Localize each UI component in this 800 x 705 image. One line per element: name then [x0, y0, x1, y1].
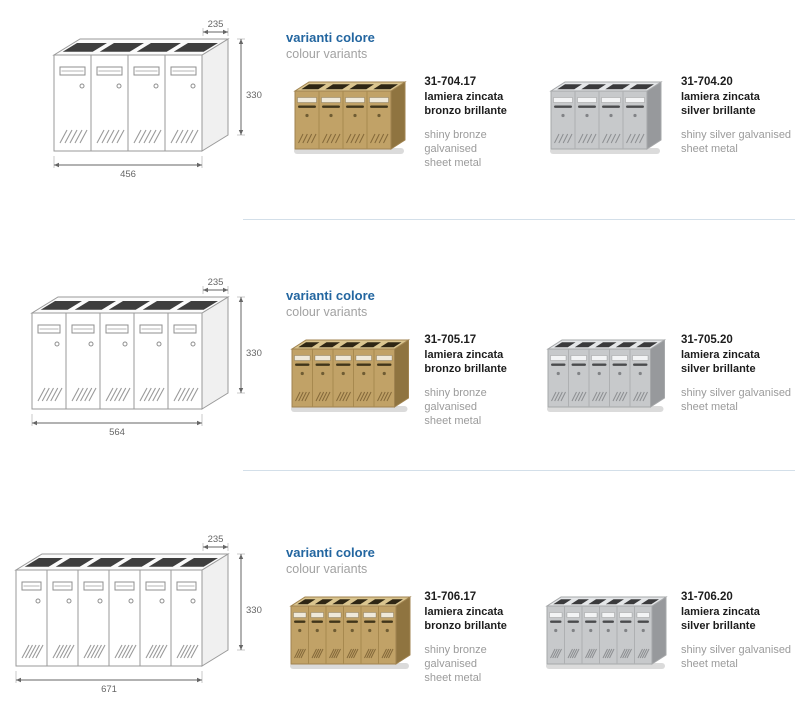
variant-products: 31-705.17 lamiera zincata bronzo brillan… — [286, 332, 800, 428]
product-desc-line-2: sheet metal — [681, 657, 738, 670]
variants-header: varianti colore colour variants — [286, 288, 800, 319]
drawing-column: 235 330 456 — [0, 5, 272, 205]
product-name-line-1: lamiera zincata — [681, 349, 760, 361]
product-desc-line-1: shiny silver galvanised — [681, 128, 792, 141]
variant-silver: 31-706.20 lamiera zincata silver brillan… — [541, 589, 796, 685]
product-text: 31-706.20 lamiera zincata silver brillan… — [681, 589, 791, 671]
product-desc-line-2: sheet metal — [681, 142, 738, 155]
variants-subtitle: colour variants — [286, 562, 368, 576]
variant-products: 31-706.17 lamiera zincata bronzo brillan… — [286, 589, 800, 685]
variant-bronze: 31-705.17 lamiera zincata bronzo brillan… — [286, 332, 541, 428]
variant-bronze: 31-704.17 lamiera zincata bronzo brillan… — [286, 74, 541, 170]
product-name-line-2: silver brillante — [681, 620, 756, 633]
product-text: 31-705.20 lamiera zincata silver brillan… — [681, 332, 791, 414]
product-name-line-2: silver brillante — [681, 363, 756, 376]
product-code: 31-706.17 — [424, 591, 477, 603]
variant-silver: 31-705.20 lamiera zincata silver brillan… — [541, 332, 796, 428]
product-desc-line-1: shiny silver galvanised — [681, 643, 792, 656]
product-row-6-boxes: 235 330 671 varianti colore colour variant… — [0, 520, 800, 705]
variant-bronze: 31-706.17 lamiera zincata bronzo brillan… — [286, 589, 541, 685]
product-description: shiny bronze galvanised sheet metal — [424, 643, 541, 686]
product-row-5-boxes: 235 330 564 varianti colore colour variant… — [0, 263, 800, 463]
svg-text:330: 330 — [246, 90, 262, 101]
technical-drawing-5-boxes: 235 330 564 — [26, 277, 272, 446]
product-text: 31-706.17 lamiera zincata bronzo brillan… — [424, 589, 541, 685]
svg-text:456: 456 — [120, 169, 136, 180]
product-desc-line-2: sheet metal — [424, 157, 482, 170]
product-name: lamiera zincata bronzo brillante — [424, 90, 541, 119]
variants-title: varianti colore — [286, 288, 375, 303]
product-name-line-2: bronzo brillante — [424, 363, 507, 376]
drawing-column: 235 330 671 — [0, 520, 272, 705]
product-text: 31-705.17 lamiera zincata bronzo brillan… — [424, 332, 541, 428]
variants-column: varianti colore colour variants 31-705.1… — [272, 263, 800, 463]
svg-text:235: 235 — [208, 277, 224, 288]
product-desc-line-1: shiny bronze galvanised — [424, 643, 487, 670]
product-desc-line-2: sheet metal — [424, 672, 482, 685]
product-name-line-1: lamiera zincata — [424, 91, 504, 103]
row-divider — [243, 219, 795, 220]
product-name-line-1: lamiera zincata — [424, 349, 504, 361]
product-image-silver — [541, 589, 675, 673]
product-row-4-boxes: 235 330 456 varianti colore colour variant… — [0, 5, 800, 205]
product-desc-line-1: shiny bronze galvanised — [424, 386, 487, 413]
svg-text:235: 235 — [208, 19, 224, 30]
product-name-line-2: bronzo brillante — [424, 105, 507, 118]
svg-text:671: 671 — [101, 684, 117, 695]
product-image-bronze — [286, 74, 418, 158]
product-desc-line-2: sheet metal — [424, 415, 482, 428]
product-image-silver — [541, 74, 675, 158]
variant-products: 31-704.17 lamiera zincata bronzo brillan… — [286, 74, 800, 170]
product-description: shiny silver galvanised sheet metal — [681, 128, 791, 157]
variants-subtitle: colour variants — [286, 47, 368, 61]
product-name: lamiera zincata silver brillante — [681, 348, 791, 377]
variants-column: varianti colore colour variants 31-706.1… — [272, 520, 800, 705]
product-name: lamiera zincata silver brillante — [681, 90, 791, 119]
technical-drawing-4-boxes: 235 330 456 — [48, 19, 272, 188]
product-name-line-2: bronzo brillante — [424, 620, 507, 633]
variants-title: varianti colore — [286, 30, 375, 45]
svg-text:564: 564 — [109, 427, 125, 438]
product-desc-line-2: sheet metal — [681, 400, 738, 413]
product-desc-line-1: shiny silver galvanised — [681, 386, 792, 399]
product-description: shiny silver galvanised sheet metal — [681, 643, 791, 672]
drawing-column: 235 330 564 — [0, 263, 272, 463]
product-text: 31-704.17 lamiera zincata bronzo brillan… — [424, 74, 541, 170]
product-code: 31-704.20 — [681, 76, 733, 88]
variants-column: varianti colore colour variants 31-704.1… — [272, 5, 800, 205]
svg-text:330: 330 — [246, 348, 262, 359]
product-image-silver — [541, 332, 675, 416]
product-desc-line-1: shiny bronze galvanised — [424, 128, 487, 155]
product-name-line-1: lamiera zincata — [424, 606, 504, 618]
product-description: shiny bronze galvanised sheet metal — [424, 128, 541, 171]
product-name: lamiera zincata bronzo brillante — [424, 348, 541, 377]
product-description: shiny silver galvanised sheet metal — [681, 386, 791, 415]
product-name-line-2: silver brillante — [681, 105, 756, 118]
product-image-bronze — [286, 589, 418, 673]
variants-title: varianti colore — [286, 545, 375, 560]
product-name-line-1: lamiera zincata — [681, 91, 760, 103]
product-name: lamiera zincata silver brillante — [681, 605, 791, 634]
svg-text:235: 235 — [208, 534, 224, 545]
variants-header: varianti colore colour variants — [286, 545, 800, 576]
product-name-line-1: lamiera zincata — [681, 606, 760, 618]
product-description: shiny bronze galvanised sheet metal — [424, 386, 541, 429]
product-code: 31-705.20 — [681, 334, 733, 346]
product-code: 31-704.17 — [424, 76, 477, 88]
variants-header: varianti colore colour variants — [286, 30, 800, 61]
product-code: 31-705.17 — [424, 334, 477, 346]
product-code: 31-706.20 — [681, 591, 733, 603]
technical-drawing-6-boxes: 235 330 671 — [10, 534, 272, 703]
product-image-bronze — [286, 332, 418, 416]
product-text: 31-704.20 lamiera zincata silver brillan… — [681, 74, 791, 156]
product-name: lamiera zincata bronzo brillante — [424, 605, 541, 634]
row-divider — [243, 470, 795, 471]
variants-subtitle: colour variants — [286, 305, 368, 319]
svg-text:330: 330 — [246, 605, 262, 616]
variant-silver: 31-704.20 lamiera zincata silver brillan… — [541, 74, 796, 170]
